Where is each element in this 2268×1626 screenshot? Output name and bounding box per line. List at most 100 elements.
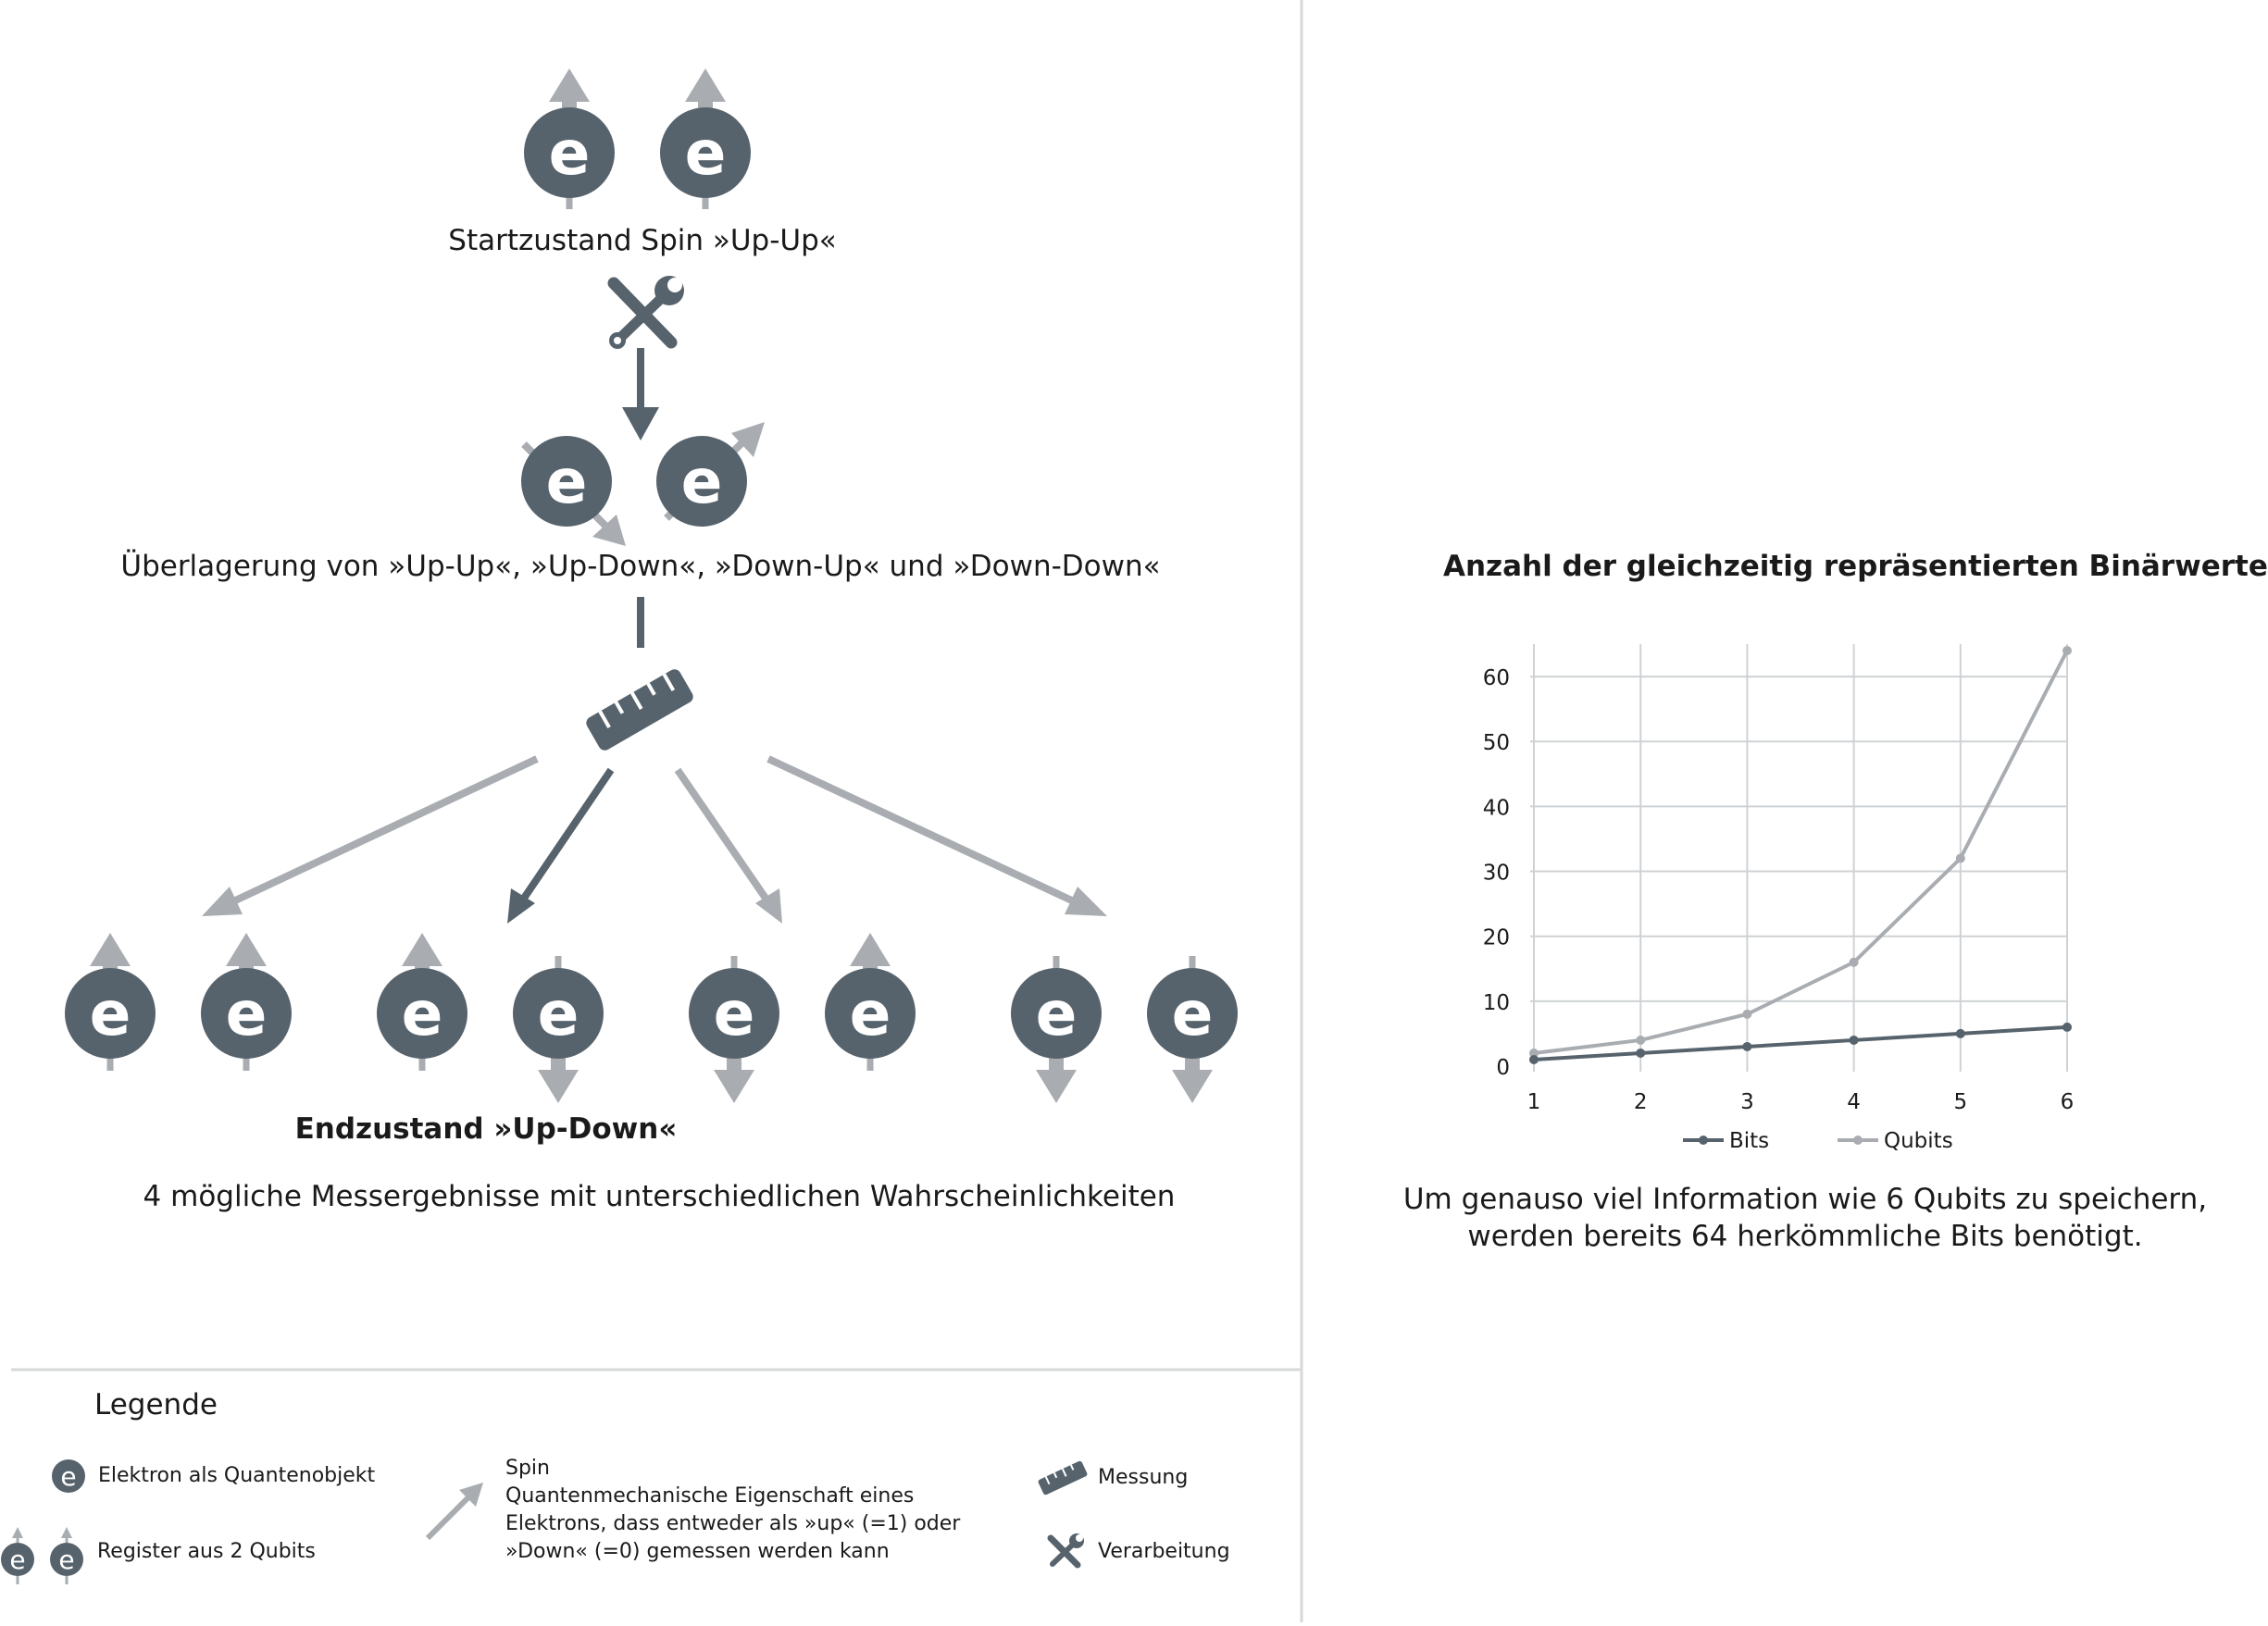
legend-register-text: Register aus 2 Qubits (97, 1540, 316, 1563)
end-state-label: Endzustand »Up-Down« (294, 1112, 678, 1146)
outcome-electron: e (65, 933, 156, 1071)
spin-up-arrow-icon (850, 933, 891, 976)
legend-label: Qubits (1884, 1129, 1953, 1153)
flow-arrow-head (622, 407, 659, 441)
diagram-artwork: e e e e (1, 0, 2075, 1622)
legend-spin-line2: Elektrons, dass entweder als »up« (=1) o… (505, 1512, 961, 1535)
start-state-electrons: e e (524, 68, 751, 209)
outcome-electron: e (825, 933, 916, 1071)
electron-icon (825, 968, 916, 1059)
legend-electron-text: Elektron als Quantenobjekt (98, 1464, 376, 1487)
electron-icon (201, 968, 292, 1059)
outcome-electron: e (513, 956, 604, 1103)
data-point-qubits (1742, 1009, 1752, 1019)
electron-letter: e (549, 118, 591, 189)
y-tick-label: 60 (1483, 666, 1510, 690)
series-line-bits (1533, 1024, 2068, 1061)
electron-letter: e (538, 978, 579, 1049)
legend-electron-icon: e (52, 1459, 85, 1493)
electron-icon (1147, 968, 1238, 1059)
electron-icon (660, 107, 751, 198)
legend-ruler-icon (1038, 1460, 1088, 1496)
y-tick-label: 0 (1496, 1056, 1510, 1080)
spin-up-arrow-icon (402, 933, 442, 976)
legend-label: Bits (1729, 1129, 1769, 1153)
spin-down-arrow-icon (538, 1054, 579, 1103)
data-point-bits (1742, 1041, 1752, 1051)
outcome-electron: e (689, 956, 779, 1103)
legend-tools-icon (1047, 1533, 1084, 1569)
electron-letter: e (546, 446, 588, 517)
x-tick-label: 6 (2061, 1090, 2075, 1114)
y-tick-label: 10 (1483, 991, 1510, 1015)
spin-down-arrow-icon (1172, 1054, 1213, 1103)
results-caption: 4 mögliche Messergebnisse mit unterschie… (143, 1180, 1176, 1213)
electron-letter: e (9, 1545, 25, 1575)
superposition-label: Überlagerung von »Up-Up«, »Up-Down«, »Do… (120, 550, 1161, 583)
outcome-electron: e (1011, 956, 1102, 1103)
x-tick-label: 4 (1847, 1090, 1861, 1114)
electron-icon (377, 968, 467, 1059)
tools-icon (607, 276, 684, 349)
legend-swatch-marker (1853, 1136, 1863, 1145)
electron-icon (65, 968, 156, 1059)
spin-up-arrow-icon (90, 933, 131, 976)
spin-up-arrow-icon (226, 933, 267, 976)
superposition-electrons: e e (521, 422, 765, 546)
data-point-qubits (1636, 1035, 1646, 1045)
electron-icon (656, 436, 747, 527)
electron-letter: e (90, 978, 131, 1049)
electron-letter: e (60, 1461, 76, 1492)
chart-title: Anzahl der gleichzeitig repräsentierten … (1443, 550, 2268, 583)
electron-icon (513, 968, 604, 1059)
electron-letter: e (58, 1545, 74, 1575)
electron-letter: e (681, 446, 723, 517)
data-point-bits (1529, 1054, 1539, 1064)
electron-icon (524, 107, 615, 198)
x-tick-label: 1 (1527, 1090, 1541, 1114)
y-tick-label: 40 (1483, 796, 1510, 820)
outcome-electron: e (201, 933, 292, 1071)
electron-icon (689, 968, 779, 1059)
legend-swatch-marker (1699, 1136, 1708, 1145)
legend-register-icon: e e (1, 1527, 83, 1584)
electron-letter: e (850, 978, 891, 1049)
measurement-branches (202, 755, 1107, 924)
data-point-bits (2062, 1022, 2072, 1032)
legend-spin-title: Spin (505, 1457, 550, 1480)
electron-letter: e (1036, 978, 1078, 1049)
electron-letter: e (685, 118, 727, 189)
outcome-electron: e (1147, 956, 1238, 1103)
ruler-icon (586, 669, 693, 751)
spin-down-arrow-icon (1036, 1054, 1077, 1103)
legend-spin-line3: »Down« (=0) gemessen werden kann (505, 1540, 890, 1563)
data-point-qubits (1529, 1048, 1539, 1058)
y-tick-label: 50 (1483, 731, 1510, 755)
data-point-bits (1849, 1035, 1859, 1045)
electron-letter: e (402, 978, 443, 1049)
spin-down-arrow-icon (714, 1054, 754, 1103)
legend-spin-line1: Quantenmechanische Eigenschaft eines (505, 1484, 915, 1508)
electron-icon (1011, 968, 1102, 1059)
start-state-label: Startzustand Spin »Up-Up« (448, 224, 837, 257)
data-point-bits (1955, 1028, 1965, 1038)
x-tick-label: 3 (1740, 1090, 1754, 1114)
y-tick-label: 30 (1483, 862, 1510, 886)
data-point-qubits (2062, 646, 2072, 656)
chart-caption-line2: werden bereits 64 herkömmliche Bits benö… (1467, 1220, 2143, 1253)
electron-letter: e (714, 978, 755, 1049)
electron-letter: e (1172, 978, 1214, 1049)
outcome-electron: e (377, 933, 467, 1071)
data-point-qubits (1955, 853, 1965, 863)
chart-caption-line1: Um genauso viel Information wie 6 Qubits… (1402, 1183, 2208, 1216)
electron-letter: e (226, 978, 268, 1049)
x-tick-label: 5 (1953, 1090, 1967, 1114)
x-tick-label: 2 (1634, 1090, 1648, 1114)
legend-processing-text: Verarbeitung (1098, 1540, 1230, 1563)
legend-spin-arrow-icon (425, 1483, 483, 1541)
electron-icon (521, 436, 612, 527)
data-point-bits (1636, 1048, 1646, 1058)
